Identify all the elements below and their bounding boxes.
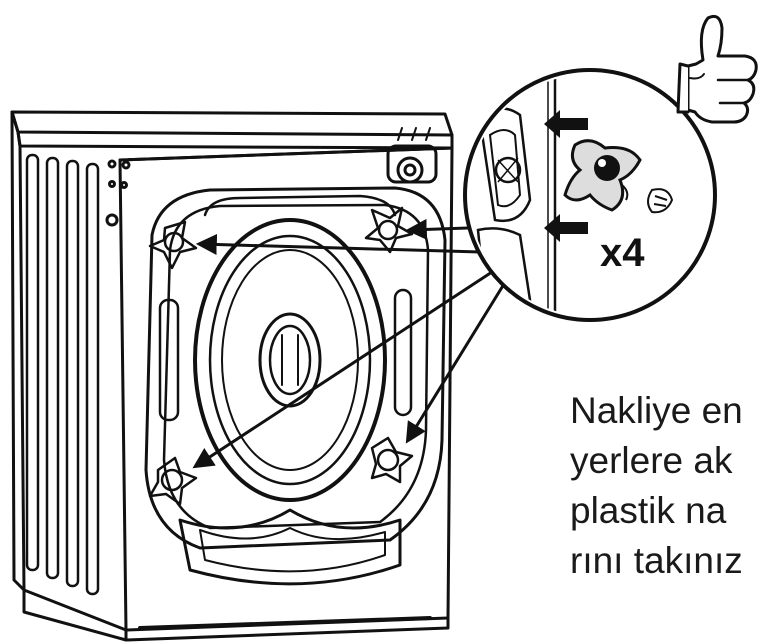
arrow-to-bottom-left [192,270,493,469]
pointer-arrows [192,218,506,469]
bottom-rail [138,616,432,630]
quantity-label: x4 [600,231,645,275]
plastic-cap [563,139,642,212]
detail-callout: x4 [463,68,717,322]
tub-recess-outer [144,186,447,550]
thumbs-up-icon [676,14,758,124]
caption-line-4: rını takınız [570,540,743,581]
bolt-hole-top-left [148,220,198,270]
cap-clip [647,188,674,214]
bolt-hole-bottom-right [370,436,414,484]
caption-line-1: Nakliye en [570,390,743,431]
arrow-to-top-right [405,218,469,240]
caption-line-3: plastik na [570,490,727,531]
drum-back-outer [193,218,387,502]
hose-connector [386,127,438,184]
arrow-to-top-left [195,233,481,255]
washing-machine-rear [10,110,454,642]
side-vent-slots [25,153,100,596]
machine-top-panel [10,110,454,137]
caption-line-2: yerlere ak [570,440,733,481]
arrow-to-bottom-right [405,283,506,444]
instruction-caption: Nakliye en yerlere ak plastik na rını ta… [570,386,762,586]
bolt-hole-top-right [364,206,414,254]
push-arrows [544,110,588,242]
bolt-hole-bottom-left [148,456,198,506]
